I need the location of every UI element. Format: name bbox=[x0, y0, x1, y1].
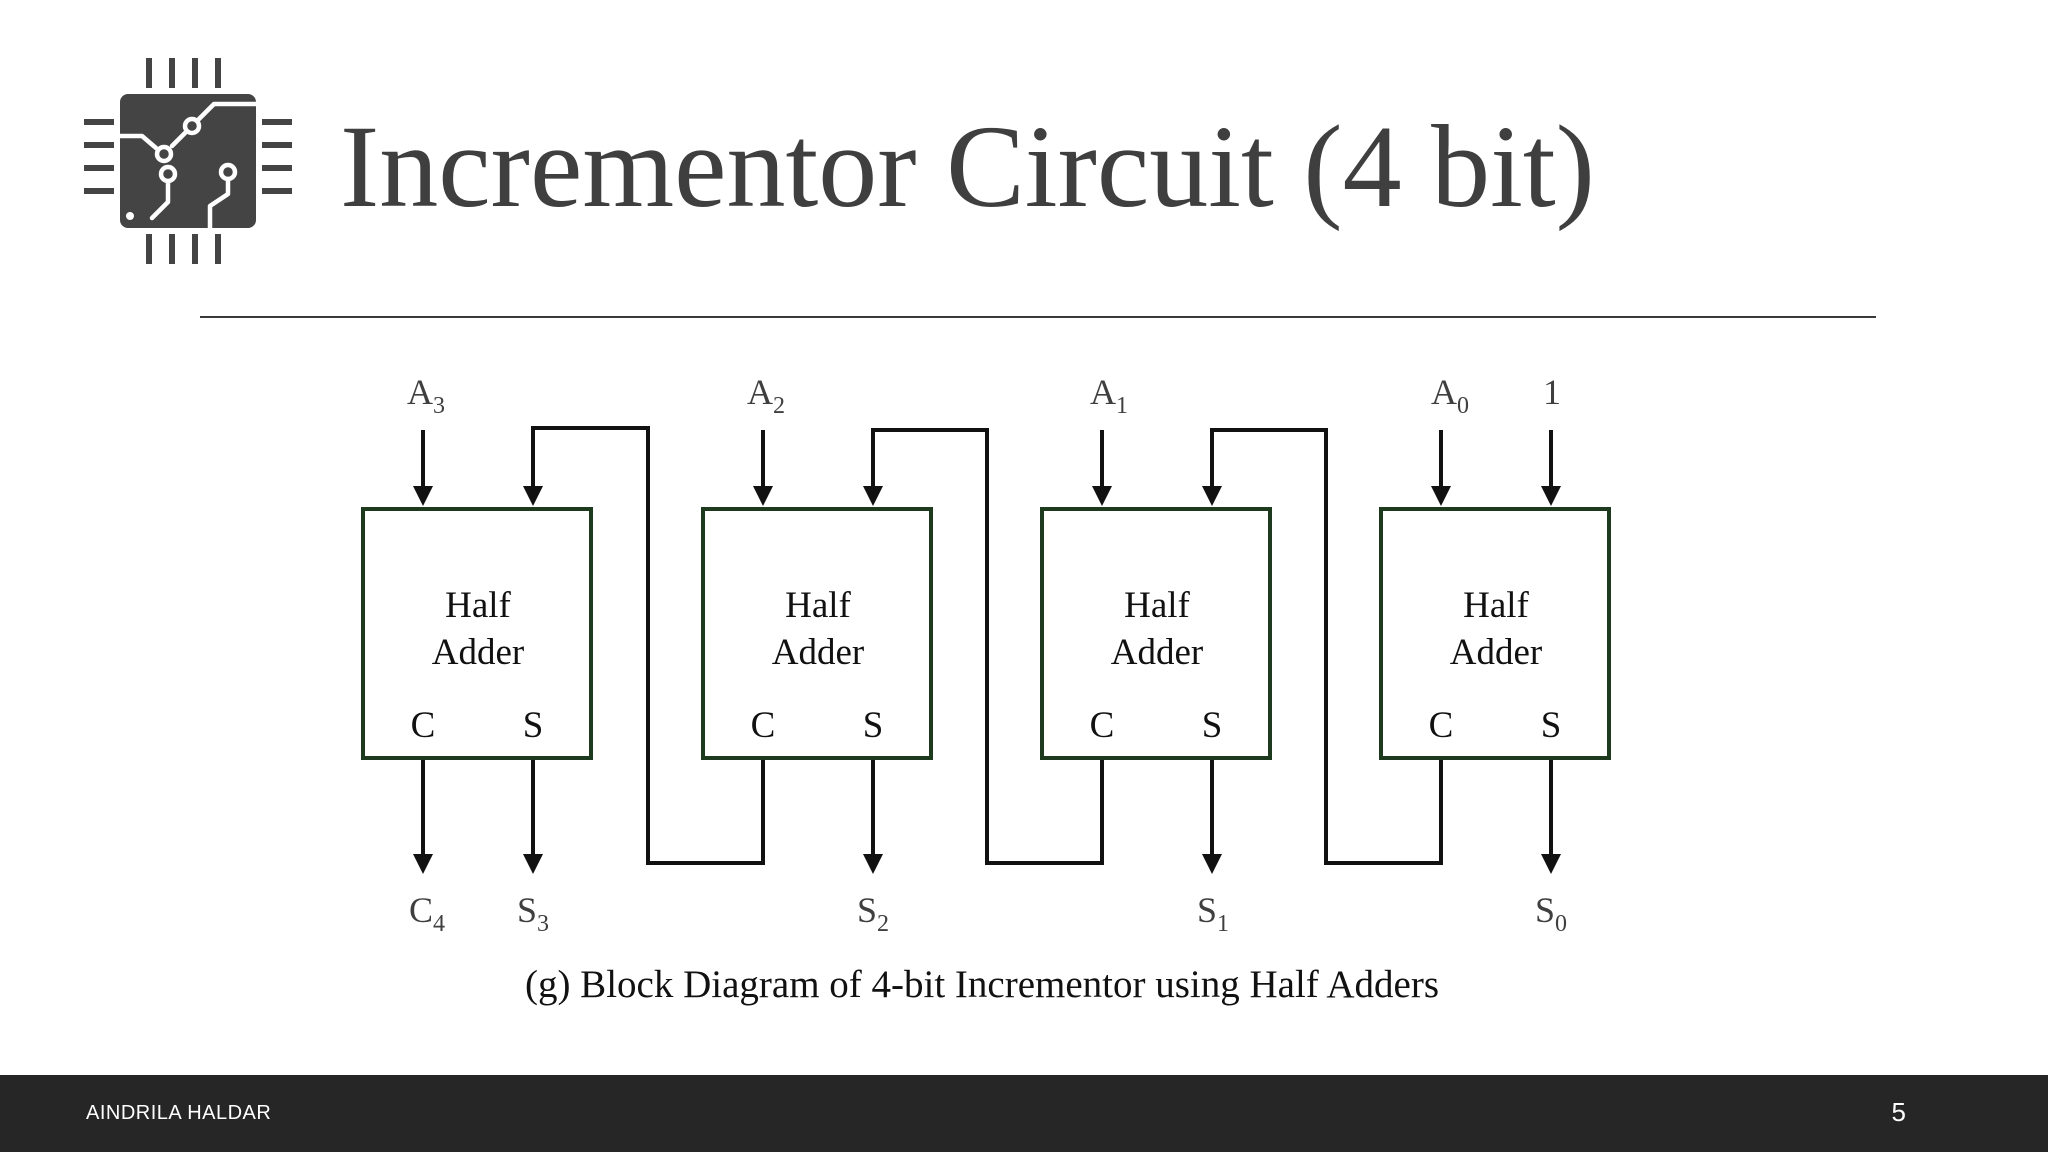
block-label-line1: Half bbox=[445, 585, 511, 626]
output-arrows bbox=[413, 760, 1561, 874]
carry-port-label: C bbox=[1429, 705, 1454, 746]
block-label-line1: Half bbox=[1463, 585, 1529, 626]
carry-port-label: C bbox=[1090, 705, 1115, 746]
carry-port-label: C bbox=[411, 705, 436, 746]
page-number: 5 bbox=[1891, 1097, 1906, 1127]
circuit-chip-icon bbox=[84, 58, 292, 264]
block-label-line2: Adder bbox=[432, 632, 524, 673]
sum-port-label: S bbox=[1541, 705, 1562, 746]
block-label-line1: Half bbox=[785, 585, 851, 626]
block-label-line2: Adder bbox=[1111, 632, 1203, 673]
output-label-c4: C4 bbox=[409, 890, 445, 937]
input-label-a3: A3 bbox=[407, 372, 445, 419]
carry-wire-0-to-1 bbox=[1202, 428, 1443, 865]
input-label-a2: A2 bbox=[747, 372, 785, 419]
block-label-line1: Half bbox=[1124, 585, 1190, 626]
input-label-constant-1: 1 bbox=[1543, 372, 1561, 412]
half-adder-block-0: Half Adder C S bbox=[1379, 507, 1611, 760]
carry-wire-1-to-2 bbox=[863, 428, 1104, 865]
title-divider bbox=[200, 316, 1876, 318]
page-title: Incrementor Circuit (4 bit) bbox=[340, 101, 1595, 232]
footer-bar: AINDRILA HALDAR 5 bbox=[0, 1075, 2048, 1152]
output-label-s0: S0 bbox=[1535, 890, 1567, 937]
block-label-line2: Adder bbox=[1450, 632, 1542, 673]
carry-port-label: C bbox=[751, 705, 776, 746]
half-adder-block-2: Half Adder C S bbox=[701, 507, 933, 760]
half-adder-block-1: Half Adder C S bbox=[1040, 507, 1272, 760]
input-arrows bbox=[413, 430, 1561, 506]
block-label-line2: Adder bbox=[772, 632, 864, 673]
output-label-s3: S3 bbox=[517, 890, 549, 937]
sum-port-label: S bbox=[523, 705, 544, 746]
output-label-s2: S2 bbox=[857, 890, 889, 937]
sum-port-label: S bbox=[863, 705, 884, 746]
sum-port-label: S bbox=[1202, 705, 1223, 746]
input-label-a0: A0 bbox=[1431, 372, 1469, 419]
output-label-s1: S1 bbox=[1197, 890, 1229, 937]
figure-caption: (g) Block Diagram of 4-bit Incrementor u… bbox=[524, 963, 1440, 1006]
input-label-a1: A1 bbox=[1090, 372, 1128, 419]
carry-wires bbox=[523, 426, 1443, 865]
half-adder-block-3: Half Adder C S bbox=[361, 507, 593, 760]
carry-wire-2-to-3 bbox=[523, 426, 765, 865]
footer-author: AINDRILA HALDAR bbox=[86, 1102, 272, 1124]
